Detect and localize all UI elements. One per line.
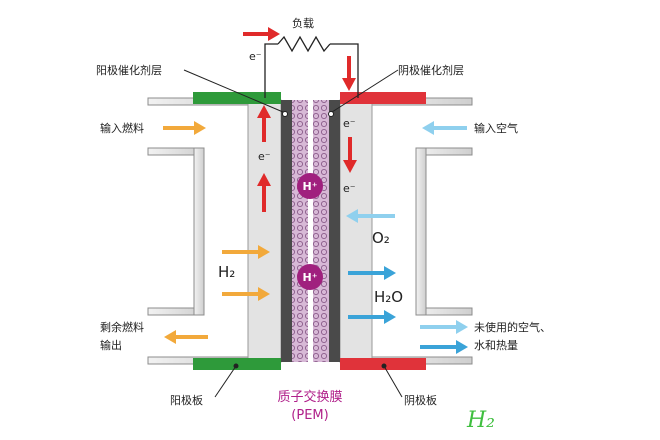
load-resistor <box>277 35 331 53</box>
h2-arrow-1 <box>222 245 270 259</box>
electron-label-top: e⁻ <box>249 50 262 63</box>
o2-arrow <box>346 209 395 223</box>
electron-label-cathode-1: e⁻ <box>343 117 356 130</box>
h2o-arrow-1 <box>348 266 396 280</box>
proton-ion-2: H⁺ <box>297 264 323 290</box>
electron-label-cathode-2: e⁻ <box>343 182 356 195</box>
external-circuit <box>264 35 359 98</box>
input-air-arrow <box>422 121 467 135</box>
cathode-catalyst-layer <box>329 100 340 362</box>
electron-arrow-anode-2 <box>257 173 271 212</box>
proton-label-2: H⁺ <box>302 271 317 284</box>
h2o-arrow-2 <box>348 310 396 324</box>
remaining-fuel-label-1: 剩余燃料 <box>100 320 144 334</box>
unused-air-label-2: 水和热量 <box>474 339 518 352</box>
proton-ion-1: H⁺ <box>297 173 323 199</box>
anode-catalyst-layer <box>281 100 292 362</box>
anode-electrode <box>247 99 282 363</box>
cathode-catalyst-label: 阴极催化剂层 <box>398 63 464 77</box>
input-air-label: 输入空气 <box>474 121 518 135</box>
h2-label: H₂ <box>218 263 235 281</box>
o2-label: O₂ <box>372 229 390 247</box>
left-housing <box>147 97 249 365</box>
cathode-plate-top <box>340 92 426 104</box>
electron-arrow-top <box>243 27 280 41</box>
load-label: 负载 <box>292 16 314 30</box>
cathode-electrode <box>339 99 373 363</box>
unused-air-label-1: 未使用的空气、 <box>474 320 551 334</box>
h2-arrow-2 <box>222 287 270 301</box>
remaining-fuel-label-2: 输出 <box>100 338 122 352</box>
electron-arrow-cathode <box>343 137 357 173</box>
anode-plate-label: 阳极板 <box>170 393 203 407</box>
electron-label-anode-1: e⁻ <box>258 150 271 163</box>
input-fuel-arrow <box>163 121 206 135</box>
anode-plate-top <box>193 92 281 104</box>
pem-label-2: (PEM) <box>291 408 328 423</box>
catalyst-pointers <box>183 69 399 117</box>
remaining-fuel-arrow <box>164 330 208 344</box>
h2-watermark-logo: H₂ <box>466 408 495 433</box>
proton-label-1: H⁺ <box>302 180 317 193</box>
h2o-label: H₂O <box>374 288 403 306</box>
unused-air-arrow <box>420 320 468 334</box>
water-heat-arrow <box>420 340 468 354</box>
pem-label-1: 质子交换膜 <box>277 389 342 405</box>
anode-catalyst-label: 阳极催化剂层 <box>96 63 162 77</box>
electron-arrow-down-top <box>342 56 356 91</box>
electron-arrow-anode-1 <box>257 105 271 142</box>
input-fuel-label: 输入燃料 <box>100 121 144 135</box>
plate-pointers <box>214 363 403 398</box>
cathode-plate-label: 阴极板 <box>404 393 437 407</box>
